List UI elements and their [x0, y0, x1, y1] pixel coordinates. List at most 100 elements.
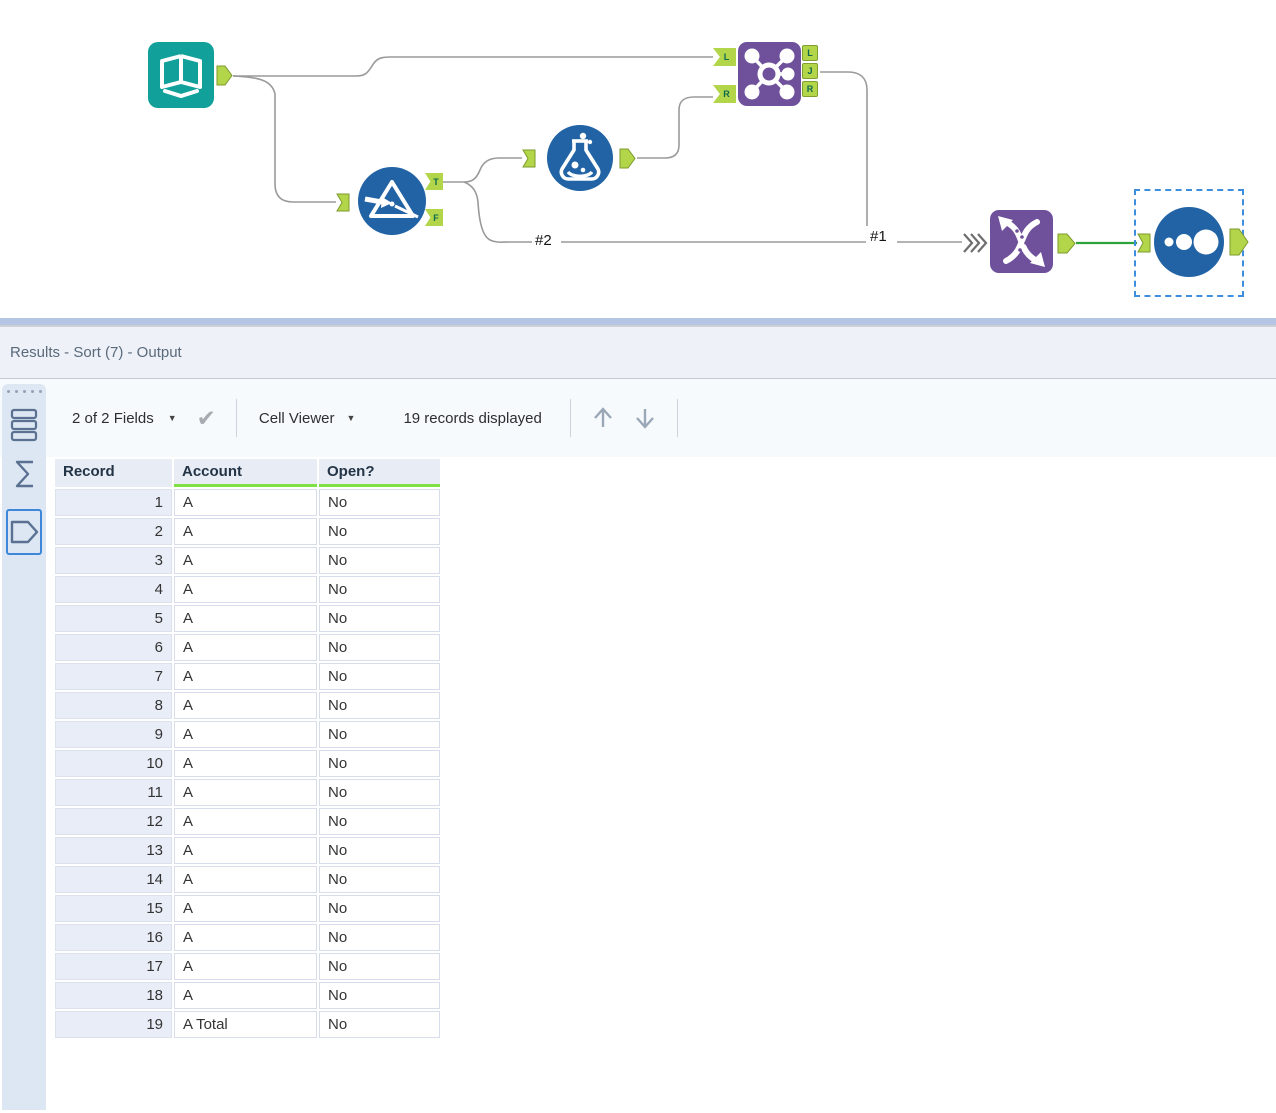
join-output-left-anchor[interactable]: L — [802, 45, 818, 61]
account-cell[interactable]: A — [174, 750, 317, 777]
record-number-cell[interactable]: 11 — [55, 779, 172, 806]
record-number-cell[interactable]: 10 — [55, 750, 172, 777]
account-cell[interactable]: A — [174, 837, 317, 864]
account-cell[interactable]: A — [174, 663, 317, 690]
account-cell[interactable]: A — [174, 721, 317, 748]
open-cell[interactable]: No — [319, 750, 440, 777]
table-row: 9 A No — [55, 721, 440, 748]
record-number-cell[interactable]: 1 — [55, 489, 172, 516]
account-cell[interactable]: A — [174, 779, 317, 806]
record-number-cell[interactable]: 17 — [55, 953, 172, 980]
table-row: 19 A Total No — [55, 1011, 440, 1038]
filter-false-anchor[interactable]: F — [425, 209, 443, 226]
browse-input-anchor[interactable] — [1137, 233, 1151, 253]
union-output-anchor[interactable] — [1057, 233, 1076, 254]
record-number-cell[interactable]: 19 — [55, 1011, 172, 1038]
open-cell[interactable]: No — [319, 808, 440, 835]
record-number-cell[interactable]: 6 — [55, 634, 172, 661]
formula-input-anchor[interactable] — [522, 149, 536, 168]
open-cell[interactable]: No — [319, 489, 440, 516]
open-cell[interactable]: No — [319, 1011, 440, 1038]
account-cell[interactable]: A — [174, 953, 317, 980]
account-cell[interactable]: A — [174, 866, 317, 893]
profile-view-button[interactable] — [2, 457, 46, 491]
account-cell[interactable]: A — [174, 692, 317, 719]
input-data-output-anchor[interactable] — [216, 65, 233, 86]
join-output-right-anchor[interactable]: R — [802, 81, 818, 97]
sidebar-drag-handle[interactable] — [2, 384, 46, 393]
scroll-up-button[interactable] — [589, 404, 617, 432]
browse-output-anchor[interactable] — [1229, 228, 1249, 256]
open-cell[interactable]: No — [319, 924, 440, 951]
join-output-join-anchor[interactable]: J — [802, 63, 818, 79]
browse-tool[interactable] — [1154, 207, 1224, 277]
open-cell[interactable]: No — [319, 634, 440, 661]
cell-viewer-dropdown[interactable]: Cell Viewer — [258, 409, 335, 427]
account-cell[interactable]: A — [174, 982, 317, 1009]
pane-splitter[interactable] — [0, 318, 1276, 327]
account-cell[interactable]: A — [174, 895, 317, 922]
open-cell[interactable]: No — [319, 982, 440, 1009]
open-cell[interactable]: No — [319, 779, 440, 806]
open-cell[interactable]: No — [319, 866, 440, 893]
join-input-right-anchor[interactable]: R — [713, 85, 736, 103]
apply-check-icon[interactable]: ✔ — [196, 404, 216, 431]
filter-input-anchor[interactable] — [336, 193, 350, 212]
input-data-tool[interactable] — [148, 42, 214, 108]
record-number-cell[interactable]: 5 — [55, 605, 172, 632]
filter-true-anchor[interactable]: T — [425, 173, 443, 190]
account-cell[interactable]: A Total — [174, 1011, 317, 1038]
join-input-left-anchor[interactable]: L — [713, 48, 736, 66]
column-header-open[interactable]: Open? — [319, 459, 440, 487]
workflow-canvas[interactable]: #2 #1 — [0, 0, 1276, 318]
open-cell[interactable]: No — [319, 576, 440, 603]
account-cell[interactable]: A — [174, 605, 317, 632]
open-cell[interactable]: No — [319, 663, 440, 690]
account-cell[interactable]: A — [174, 489, 317, 516]
record-number-cell[interactable]: 7 — [55, 663, 172, 690]
column-header-account[interactable]: Account — [174, 459, 317, 487]
open-cell[interactable]: No — [319, 692, 440, 719]
account-cell[interactable]: A — [174, 576, 317, 603]
open-cell[interactable]: No — [319, 837, 440, 864]
open-cell[interactable]: No — [319, 895, 440, 922]
record-number-cell[interactable]: 9 — [55, 721, 172, 748]
record-number-cell[interactable]: 8 — [55, 692, 172, 719]
metadata-view-button[interactable] — [6, 509, 42, 555]
account-cell[interactable]: A — [174, 808, 317, 835]
record-number-cell[interactable]: 4 — [55, 576, 172, 603]
account-cell[interactable]: A — [174, 924, 317, 951]
open-cell[interactable]: No — [319, 721, 440, 748]
union-multi-input-chevrons-icon[interactable] — [962, 231, 988, 255]
account-cell[interactable]: A — [174, 518, 317, 545]
cell-viewer-caret-icon[interactable]: ▼ — [346, 413, 356, 423]
formula-icon — [559, 132, 601, 181]
open-cell[interactable]: No — [319, 518, 440, 545]
record-number-cell[interactable]: 15 — [55, 895, 172, 922]
fields-caret-icon[interactable]: ▼ — [167, 413, 177, 423]
record-number-cell[interactable]: 12 — [55, 808, 172, 835]
formula-tool[interactable] — [547, 125, 613, 191]
account-cell[interactable]: A — [174, 634, 317, 661]
account-cell[interactable]: A — [174, 547, 317, 574]
column-header-record[interactable]: Record — [55, 459, 172, 487]
open-cell[interactable]: No — [319, 605, 440, 632]
record-number-cell[interactable]: 3 — [55, 547, 172, 574]
record-number-cell[interactable]: 18 — [55, 982, 172, 1009]
record-number-cell[interactable]: 14 — [55, 866, 172, 893]
record-number-cell[interactable]: 16 — [55, 924, 172, 951]
open-cell[interactable]: No — [319, 547, 440, 574]
filter-tool[interactable] — [358, 167, 426, 235]
formula-output-anchor[interactable] — [619, 148, 636, 169]
table-row: 8 A No — [55, 692, 440, 719]
join-tool[interactable] — [738, 42, 801, 106]
record-number-cell[interactable]: 13 — [55, 837, 172, 864]
fields-dropdown[interactable]: 2 of 2 Fields — [72, 409, 154, 427]
table-view-button[interactable] — [2, 407, 46, 443]
record-number-cell[interactable]: 2 — [55, 518, 172, 545]
open-cell[interactable]: No — [319, 953, 440, 980]
table-row: 17 A No — [55, 953, 440, 980]
scroll-down-button[interactable] — [631, 404, 659, 432]
union-tool[interactable] — [990, 210, 1053, 273]
